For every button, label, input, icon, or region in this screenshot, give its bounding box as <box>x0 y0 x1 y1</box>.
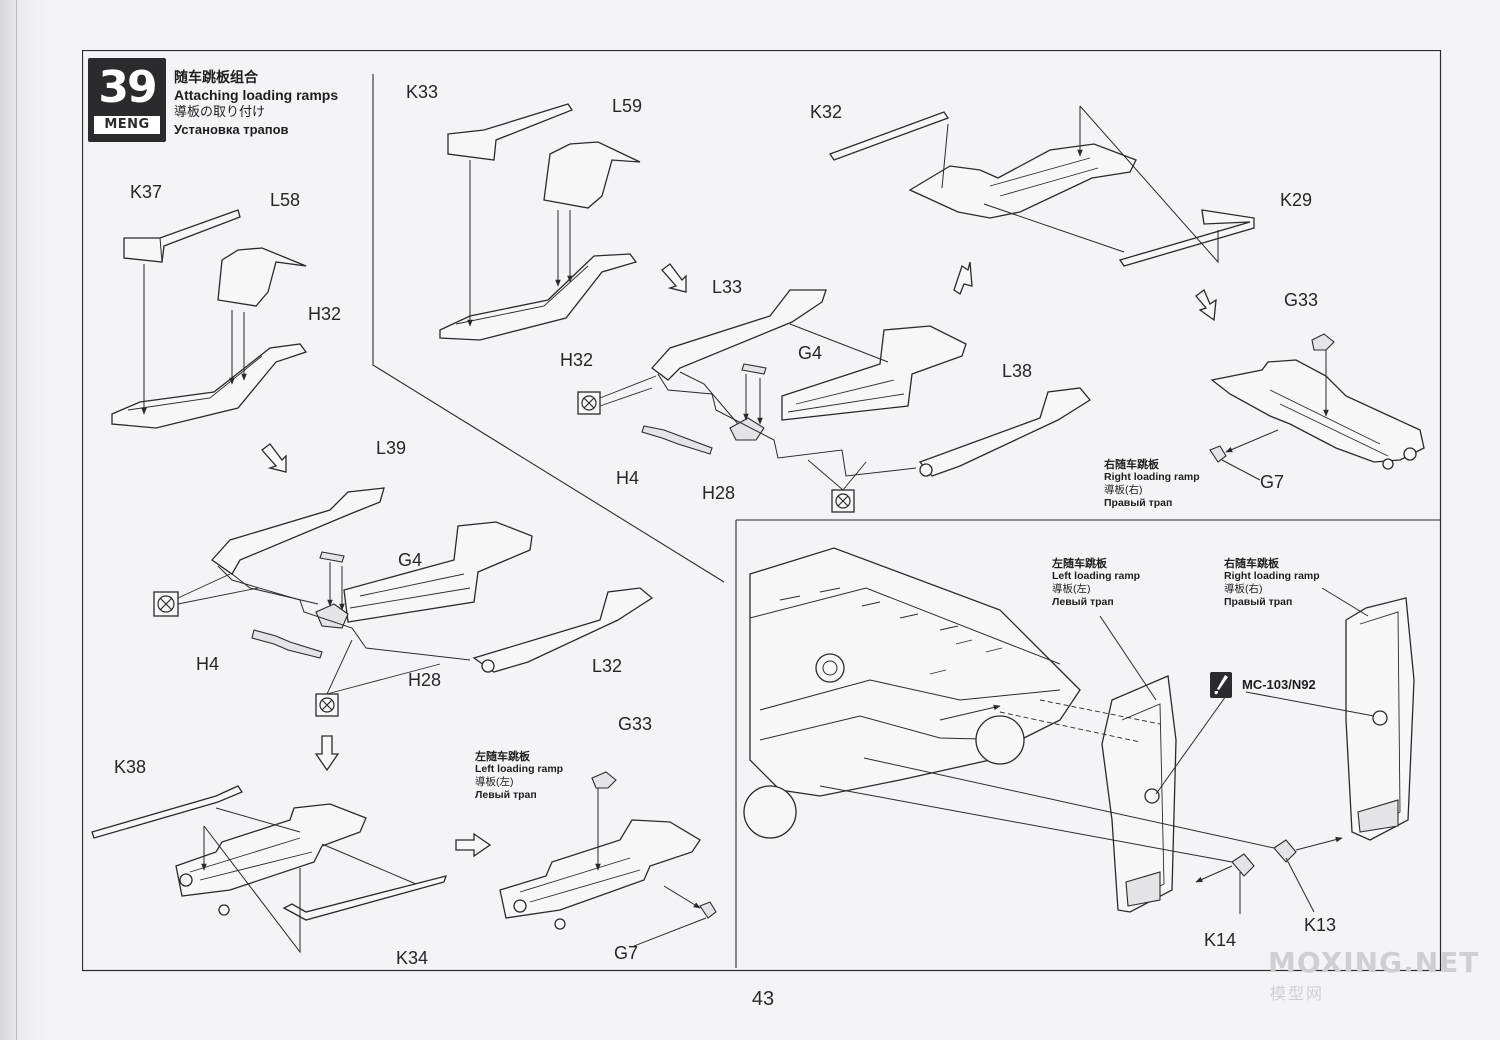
caption-right-ramp: 右随车跳板 Right loading ramp 導板(右) Правый тр… <box>1104 458 1200 509</box>
page-number: 43 <box>751 988 775 1010</box>
right-ramp-big <box>1345 597 1415 841</box>
paint-code: MC-103/N92 <box>1242 677 1316 692</box>
l38-part <box>918 387 1091 477</box>
paint-brush-icon <box>1210 672 1232 698</box>
assembly-arrow-icon <box>661 263 687 293</box>
k37-part <box>123 209 241 263</box>
no-glue-icon <box>831 489 855 513</box>
g4-part-b <box>741 363 767 375</box>
part-label-g7: G7 <box>1260 472 1285 492</box>
l33-part <box>651 289 827 381</box>
title-en: Attaching loading ramps <box>174 87 339 103</box>
part-label-l39: L39 <box>376 438 407 458</box>
caption-left-ramp: 左随车跳板 Left loading ramp 導板(左) Левый трап <box>475 750 564 801</box>
part-label-h28: H28 <box>408 670 442 690</box>
no-glue-icon <box>153 591 179 617</box>
assembly-arrow-icon <box>314 735 340 772</box>
no-glue-icon <box>315 693 339 717</box>
h32-part-b <box>439 253 638 341</box>
part-label-l33: L33 <box>712 277 743 297</box>
h28-part-a <box>315 603 349 629</box>
chassis-inner-frame-b <box>781 325 967 421</box>
chassis-inner-frame-a <box>343 521 533 623</box>
assembly-arrow-icon <box>455 832 492 858</box>
part-label-l59: L59 <box>612 96 643 116</box>
part-label-h4: H4 <box>616 468 640 488</box>
step-badge: 39 MENG <box>88 58 166 142</box>
caption-left-ramp-fit: 左随车跳板 Left loading ramp 導板(左) Левый трап <box>1052 557 1141 608</box>
part-label-k37: K37 <box>130 182 163 202</box>
part-label-k13: K13 <box>1304 915 1337 935</box>
part-label-k14: K14 <box>1204 930 1237 950</box>
k13-part <box>1273 839 1297 863</box>
trailer-rear-section <box>743 547 1081 839</box>
caption-right-ramp-fit: 右随车跳板 Right loading ramp 導板(右) Правый тр… <box>1224 557 1320 608</box>
part-label-k29: K29 <box>1280 190 1313 210</box>
assembly-diagram <box>82 50 1442 972</box>
l58-part <box>217 247 307 307</box>
part-label-l58: L58 <box>270 190 301 210</box>
l39-part <box>211 487 385 575</box>
assembly-arrow-icon <box>953 261 973 295</box>
title-zh: 随车跳板组合 <box>174 70 258 86</box>
part-label-l32: L32 <box>592 656 623 676</box>
assembly-arrow-icon <box>1195 288 1217 322</box>
title-ru: Установка трапов <box>174 122 289 137</box>
h32-part-a <box>111 343 308 429</box>
watermark-subtext: 模型网 <box>1270 984 1325 1003</box>
k32-part <box>829 111 949 161</box>
part-label-k34: K34 <box>396 948 429 968</box>
assembly-arrow-icon <box>261 443 287 473</box>
h4-part-b <box>641 425 713 455</box>
k38-part <box>91 785 243 839</box>
g33-part-a <box>591 771 617 789</box>
part-label-h28: H28 <box>702 483 736 503</box>
step-number: 39 <box>98 62 157 113</box>
step-title: 随车跳板组合 Attaching loading ramps 導板の取り付け У… <box>174 70 338 138</box>
part-label-h32: H32 <box>560 350 594 370</box>
right-ramp-body-b <box>1210 359 1425 470</box>
left-ramp-big <box>1101 675 1177 913</box>
k33-part <box>447 103 573 161</box>
part-label-g7: G7 <box>614 943 639 963</box>
title-ja: 導板の取り付け <box>174 105 266 120</box>
g7-part-a <box>699 901 717 919</box>
g7-part-b <box>1209 445 1227 463</box>
part-label-h32: H32 <box>308 304 342 324</box>
g33-part-b <box>1311 333 1335 351</box>
part-label-g33: G33 <box>618 714 653 734</box>
part-label-l38: L38 <box>1002 361 1033 381</box>
part-label-k32: K32 <box>810 102 843 122</box>
k34-part <box>282 875 447 921</box>
k29-part <box>1118 209 1255 267</box>
brand-logo: MENG <box>94 116 160 134</box>
left-ramp-body-b <box>499 819 701 930</box>
binding-spine <box>0 0 48 1040</box>
watermark-text: MOXING.NET <box>1268 946 1480 979</box>
right-ramp-body-a <box>908 143 1137 219</box>
h4-part-a <box>251 629 323 659</box>
left-ramp-body-a <box>175 803 367 916</box>
l32-part <box>472 587 654 673</box>
g4-part-a <box>319 551 345 563</box>
part-label-g4: G4 <box>398 550 423 570</box>
part-label-h4: H4 <box>196 654 220 674</box>
part-label-g4: G4 <box>798 343 823 363</box>
no-glue-icon <box>577 391 601 415</box>
part-label-g33: G33 <box>1284 290 1319 310</box>
k14-part <box>1231 853 1255 877</box>
part-label-k33: K33 <box>406 82 439 102</box>
part-label-k38: K38 <box>114 757 147 777</box>
l59-part <box>543 141 641 209</box>
